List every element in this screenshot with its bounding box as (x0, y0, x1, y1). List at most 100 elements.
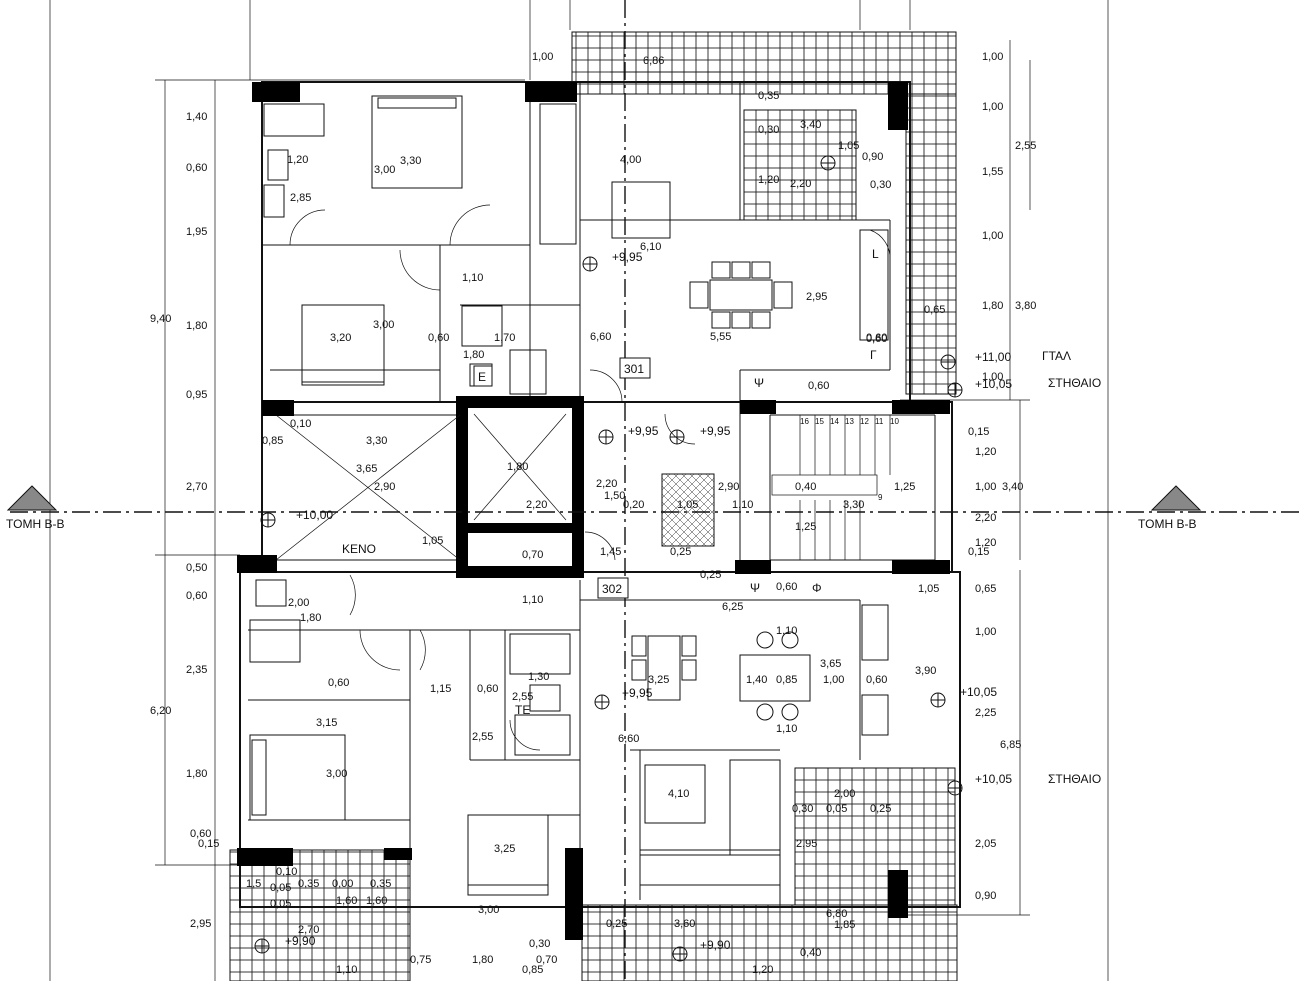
svg-text:1,00: 1,00 (982, 101, 1003, 113)
level-stair-b: +9,95 (700, 424, 731, 438)
balcony-bottom-right (581, 767, 958, 981)
svg-text:6,60: 6,60 (618, 733, 639, 745)
svg-text:1,00: 1,00 (975, 481, 996, 493)
svg-text:3,60: 3,60 (674, 918, 695, 930)
gamma-symbol: Γ (870, 348, 877, 362)
svg-text:3,80: 3,80 (1015, 300, 1036, 312)
svg-text:2,20: 2,20 (975, 512, 996, 524)
laundry-box (473, 365, 493, 387)
svg-text:0,35: 0,35 (298, 878, 319, 890)
svg-text:1,00: 1,00 (975, 626, 996, 638)
l-symbol: L (872, 247, 879, 261)
terrace-top-right (571, 31, 957, 395)
svg-text:2,95: 2,95 (806, 291, 827, 303)
svg-text:2,55: 2,55 (472, 731, 493, 743)
svg-text:0,15: 0,15 (968, 426, 989, 438)
level-parapet-top: +11,00 (975, 350, 1011, 364)
laundry-label-1: Ε (478, 370, 486, 384)
svg-text:1,60: 1,60 (336, 895, 357, 907)
svg-text:6,25: 6,25 (722, 601, 743, 613)
svg-text:1,05: 1,05 (422, 535, 443, 547)
svg-text:2,95: 2,95 (796, 838, 817, 850)
svg-text:0,75: 0,75 (410, 954, 431, 966)
note-sthaio-bottom: ΣΤΗΘΑΙΟ (1048, 772, 1101, 786)
svg-text:0,90: 0,90 (975, 890, 996, 902)
svg-text:2,35: 2,35 (186, 664, 207, 676)
svg-text:2,95: 2,95 (190, 918, 211, 930)
svg-text:1,80: 1,80 (507, 461, 528, 473)
svg-text:0,15: 0,15 (198, 838, 219, 850)
level-stair-a: +9,95 (628, 424, 659, 438)
symbols: Ψ Ψ Φ Γ L (750, 247, 879, 595)
svg-text:5,55: 5,55 (710, 331, 731, 343)
svg-text:0,60: 0,60 (866, 674, 887, 686)
svg-text:1,05: 1,05 (838, 140, 859, 152)
svg-text:2,20: 2,20 (596, 478, 617, 490)
svg-text:1,85: 1,85 (834, 919, 855, 931)
apartment-301-label: 301 (624, 362, 644, 376)
svg-text:9: 9 (878, 493, 883, 502)
svg-text:1,80: 1,80 (186, 768, 207, 780)
level-upper-left: +9,95 (612, 250, 643, 264)
svg-text:0,30: 0,30 (529, 938, 550, 950)
svg-text:0,60: 0,60 (328, 677, 349, 689)
svg-text:1,80: 1,80 (982, 300, 1003, 312)
lift-shaft (456, 396, 584, 578)
apartment-302-box (597, 577, 629, 599)
svg-text:3,25: 3,25 (648, 674, 669, 686)
svg-text:2,05: 2,05 (975, 838, 996, 850)
svg-text:1,80: 1,80 (186, 320, 207, 332)
svg-text:2,20: 2,20 (526, 499, 547, 511)
section-label-right: ΤΟΜΗ Β-Β (1138, 517, 1196, 531)
laundry-label-2: ΤΕ (515, 703, 530, 717)
svg-text:0,60: 0,60 (808, 380, 829, 392)
svg-text:0,30: 0,30 (758, 124, 779, 136)
svg-text:1,5: 1,5 (246, 878, 261, 890)
svg-text:12: 12 (860, 417, 869, 426)
svg-text:11: 11 (875, 417, 884, 426)
svg-text:3,65: 3,65 (356, 463, 377, 475)
svg-text:0,60: 0,60 (866, 333, 887, 345)
svg-text:3,30: 3,30 (366, 435, 387, 447)
svg-text:1,20: 1,20 (975, 446, 996, 458)
svg-text:3,30: 3,30 (400, 155, 421, 167)
svg-text:1,20: 1,20 (752, 964, 773, 976)
svg-text:6,60: 6,60 (590, 331, 611, 343)
level-lower-right: +10,05 (960, 685, 997, 699)
svg-text:1,80: 1,80 (300, 612, 321, 624)
svg-text:0,60: 0,60 (190, 828, 211, 840)
psi-symbol-bottom: Ψ (750, 581, 760, 595)
level-bottom-center: +9,90 (700, 938, 731, 952)
svg-text:0,10: 0,10 (290, 418, 311, 430)
svg-text:1,20: 1,20 (975, 537, 996, 549)
svg-text:14: 14 (830, 417, 839, 426)
svg-text:2,90: 2,90 (718, 481, 739, 493)
svg-text:3,00: 3,00 (374, 164, 395, 176)
svg-text:16: 16 (800, 417, 809, 426)
section-label-left: ΤΟΜΗ Β-Β (6, 517, 64, 531)
svg-text:1,20: 1,20 (758, 174, 779, 186)
svg-text:1,10: 1,10 (522, 594, 543, 606)
svg-text:0,05: 0,05 (270, 898, 291, 910)
svg-text:1,05: 1,05 (918, 583, 939, 595)
svg-text:0,70: 0,70 (536, 954, 557, 966)
svg-text:0,25: 0,25 (870, 803, 891, 815)
svg-text:1,10: 1,10 (462, 272, 483, 284)
svg-text:1,10: 1,10 (336, 964, 357, 976)
svg-text:4,00: 4,00 (620, 154, 641, 166)
svg-text:2,85: 2,85 (290, 192, 311, 204)
svg-text:0,90: 0,90 (862, 151, 883, 163)
svg-text:0,35: 0,35 (370, 878, 391, 890)
svg-text:0,65: 0,65 (975, 583, 996, 595)
svg-text:1,00: 1,00 (982, 230, 1003, 242)
svg-text:1,40: 1,40 (186, 111, 207, 123)
level-markers (254, 155, 963, 962)
columns (237, 82, 950, 940)
svg-text:0,05: 0,05 (826, 803, 847, 815)
svg-text:0,60: 0,60 (477, 683, 498, 695)
svg-text:2,55: 2,55 (1015, 140, 1036, 152)
note-sthaio-top: ΣΤΗΘΑΙΟ (1048, 376, 1101, 390)
svg-text:3,25: 3,25 (494, 843, 515, 855)
inner-dimensions: 3,30 3,00 2,85 1,20 4,00 6,10 2,95 5,55 … (246, 90, 945, 976)
svg-text:9,40: 9,40 (150, 313, 171, 325)
